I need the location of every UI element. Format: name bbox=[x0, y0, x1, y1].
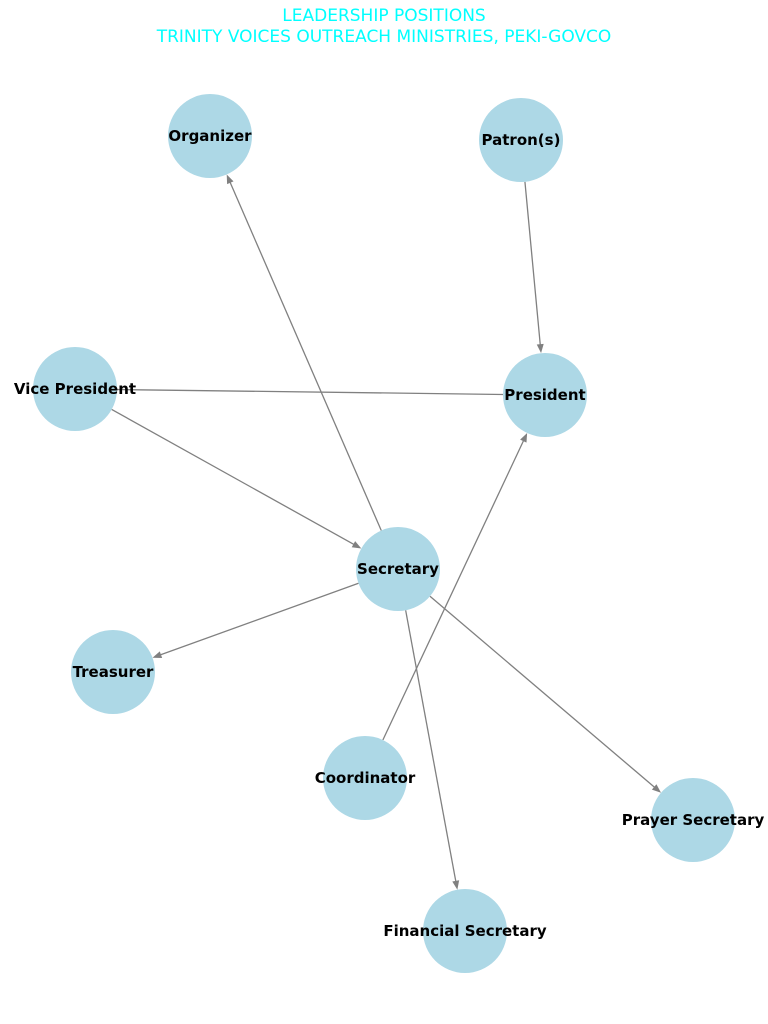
edge-arrowhead bbox=[152, 651, 163, 658]
node-treasurer bbox=[71, 630, 155, 714]
node-label-president: President bbox=[504, 386, 585, 404]
edge-vice-president-to-president bbox=[116, 388, 504, 396]
edge-line bbox=[382, 439, 525, 741]
node-label-secretary: Secretary bbox=[357, 560, 439, 578]
edge-arrowhead bbox=[226, 174, 234, 185]
edge-line bbox=[228, 180, 382, 531]
node-secretary bbox=[356, 527, 440, 611]
node-vice-president bbox=[33, 347, 117, 431]
node-financial-secretary bbox=[423, 889, 507, 973]
edge-line bbox=[111, 408, 356, 546]
node-patrons bbox=[479, 98, 563, 182]
edge-patrons-to-president bbox=[524, 181, 544, 354]
title-line-1: LEADERSHIP POSITIONS bbox=[282, 6, 486, 26]
node-label-vice-president: Vice President bbox=[14, 380, 136, 398]
node-label-financial-secretary: Financial Secretary bbox=[383, 922, 547, 940]
node-label-treasurer: Treasurer bbox=[73, 663, 154, 681]
labels-layer: Organizer Patron(s) Vice President Presiden… bbox=[14, 127, 765, 940]
node-label-prayer-secretary: Prayer Secretary bbox=[622, 811, 765, 829]
edge-secretary-to-organizer bbox=[226, 174, 382, 531]
edge-line bbox=[429, 595, 656, 789]
edge-secretary-to-treasurer bbox=[152, 582, 359, 658]
edge-line bbox=[116, 388, 504, 396]
node-organizer bbox=[168, 94, 252, 178]
edge-line bbox=[159, 582, 359, 656]
node-prayer-secretary bbox=[651, 778, 735, 862]
edge-arrowhead bbox=[520, 433, 528, 443]
node-president bbox=[503, 353, 587, 437]
edge-secretary-to-prayer-secretary bbox=[429, 595, 662, 793]
edge-arrowhead bbox=[452, 880, 460, 890]
diagram-title: LEADERSHIP POSITIONS TRINITY VOICES OUTR… bbox=[0, 6, 768, 48]
edges-layer bbox=[111, 174, 662, 890]
edge-vice-president-to-secretary bbox=[111, 408, 362, 549]
edge-arrowhead bbox=[351, 541, 362, 549]
edge-coordinator-to-president bbox=[382, 433, 528, 741]
edge-secretary-to-financial-secretary bbox=[405, 610, 460, 890]
edge-arrowhead bbox=[651, 784, 662, 793]
node-label-coordinator: Coordinator bbox=[315, 769, 416, 787]
edge-line bbox=[405, 610, 457, 883]
node-label-organizer: Organizer bbox=[168, 127, 252, 145]
node-label-patrons: Patron(s) bbox=[482, 131, 561, 149]
nodes-layer bbox=[33, 94, 735, 973]
edge-line bbox=[524, 181, 542, 347]
title-line-2: TRINITY VOICES OUTREACH MINISTRIES, PEKI… bbox=[156, 27, 612, 47]
edge-arrowhead bbox=[536, 343, 544, 354]
node-coordinator bbox=[323, 736, 407, 820]
